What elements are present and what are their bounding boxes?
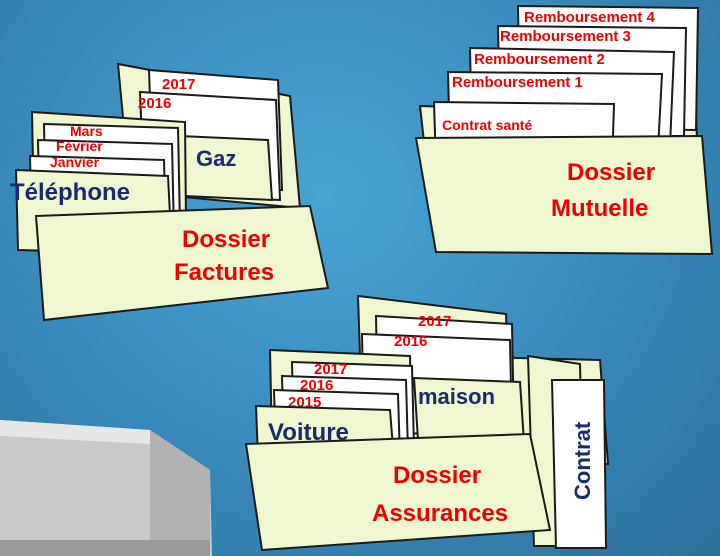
voiture-year-2016: 2016 — [300, 377, 333, 394]
remboursement-1: Remboursement 1 — [452, 74, 583, 91]
maison-year-2016: 2016 — [394, 333, 427, 350]
contrat-sante: Contrat santé — [442, 117, 532, 133]
gaz-year-2016: 2016 — [138, 95, 171, 112]
telephone-month-janvier: Janvier — [50, 154, 100, 170]
assurances-title-line2: Assurances — [372, 500, 508, 527]
gaz-label: Gaz — [196, 146, 236, 171]
factures-title-line1: Dossier — [182, 226, 270, 253]
voiture-year-2017: 2017 — [314, 361, 347, 378]
mutuelle-title-line1: Dossier — [567, 159, 655, 186]
contrat-label: Contrat — [570, 421, 595, 500]
subfolder-telephone[interactable]: Mars Février Janvier Téléphone — [10, 110, 188, 256]
gaz-year-2017: 2017 — [162, 76, 195, 93]
maison-year-2017: 2017 — [418, 313, 451, 330]
remboursement-2: Remboursement 2 — [474, 51, 605, 68]
factures-title-line2: Factures — [174, 259, 274, 286]
folder-assurances[interactable]: 2017 2016 maison Contrat 2017 2016 2015 … — [244, 294, 610, 552]
telephone-month-mars: Mars — [70, 123, 103, 139]
remboursement-3: Remboursement 3 — [500, 28, 631, 45]
mutuelle-title-line2: Mutuelle — [551, 195, 648, 222]
assurances-title-line1: Dossier — [393, 462, 481, 489]
telephone-label: Téléphone — [10, 179, 130, 206]
telephone-month-fevrier: Février — [56, 138, 103, 154]
folder-mutuelle[interactable]: Remboursement 4 Remboursement 3 Rembours… — [414, 4, 714, 256]
filing-cabinet-image — [0, 420, 212, 556]
maison-label: maison — [418, 384, 495, 409]
remboursement-4: Remboursement 4 — [524, 9, 656, 26]
folder-factures[interactable]: 2017 2016 Gaz Mars Février Janvier Télép… — [10, 62, 330, 322]
